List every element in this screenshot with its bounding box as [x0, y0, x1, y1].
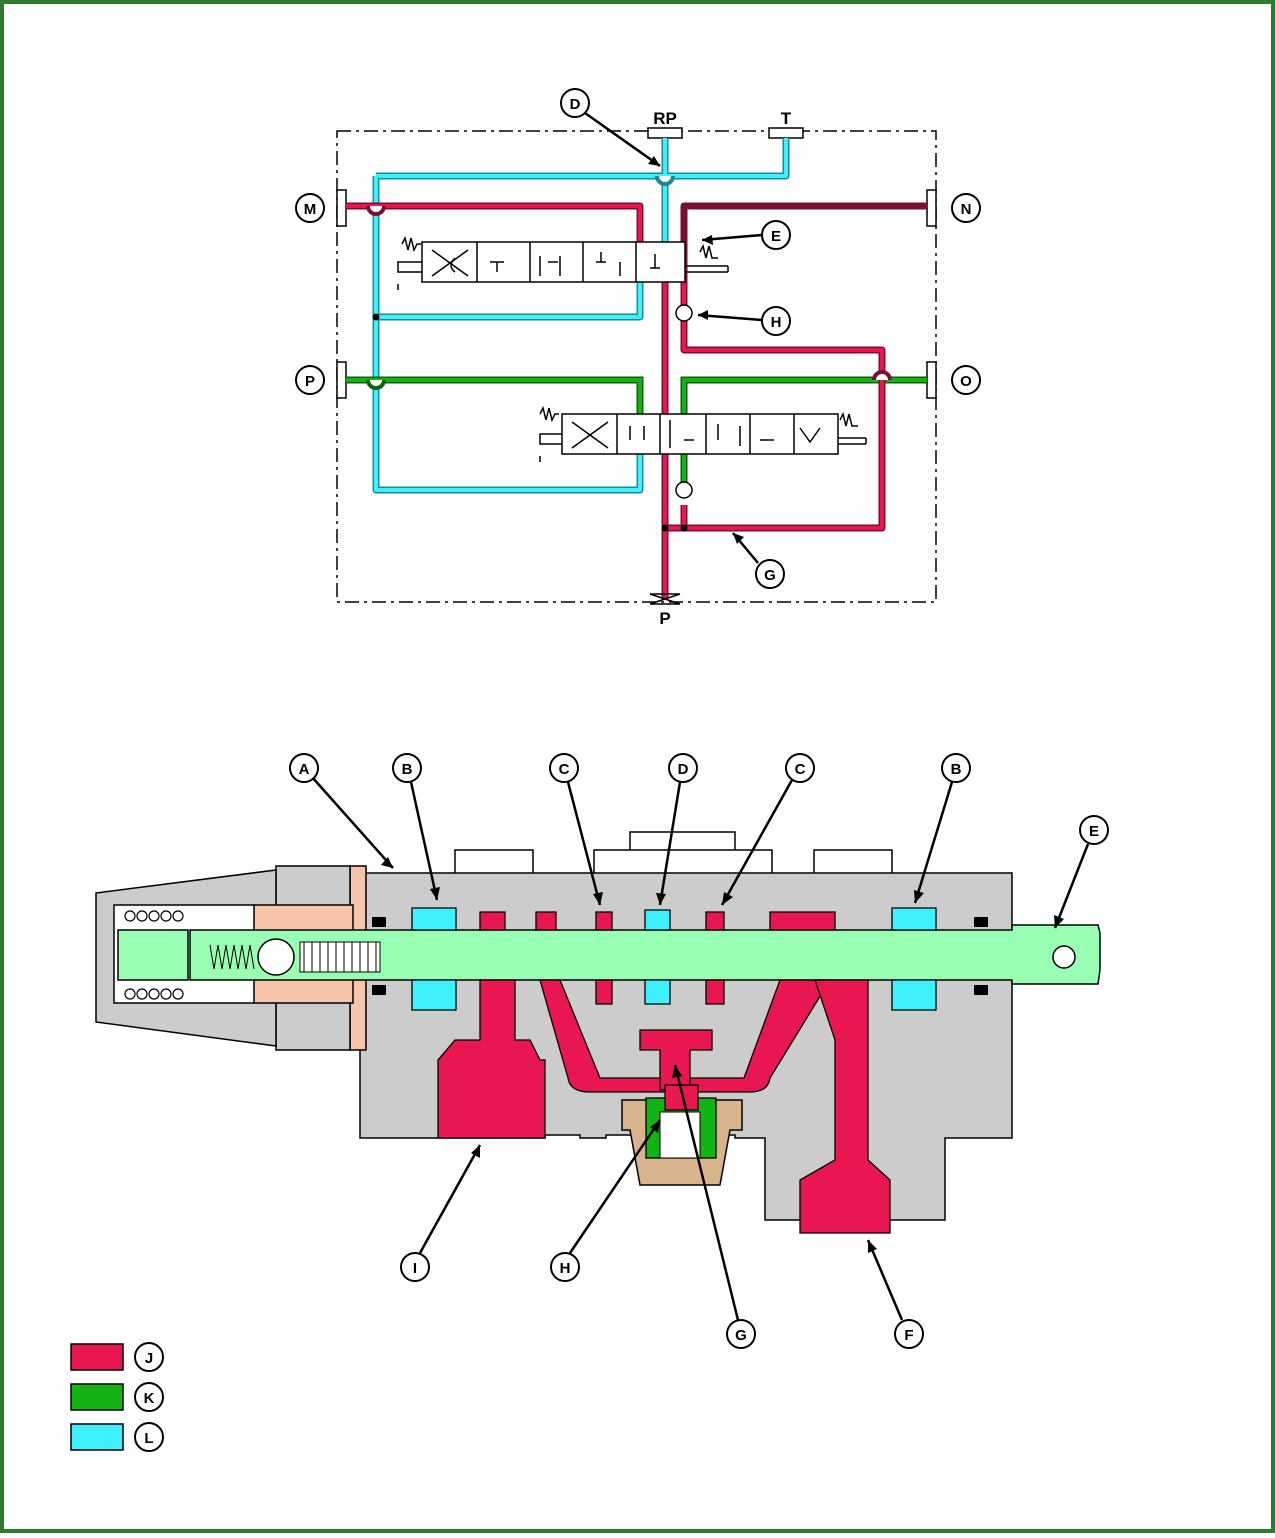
hydraulic-schematic: RP T P M N P O D E [295, 88, 981, 628]
detent-plunger [117, 929, 189, 981]
lower-check-valve [675, 481, 693, 499]
seal [974, 985, 988, 995]
spool-spring [209, 941, 381, 973]
legend-label-j: J [145, 1350, 153, 1367]
port-t-block [768, 127, 804, 139]
legend: J K L [70, 1342, 164, 1452]
legend-swatch-pressure [70, 1343, 124, 1371]
callout-f: F [866, 1239, 924, 1349]
callout-d-label: D [678, 761, 689, 778]
upper-control-valve [397, 235, 729, 290]
port-rp-block [647, 127, 683, 139]
callout-i: I [400, 1144, 482, 1282]
legend-item-k: K [70, 1382, 164, 1412]
housing-boss [813, 849, 893, 875]
port-n-block [926, 189, 937, 227]
callout-h: H [550, 1119, 662, 1282]
callout-c-right-label: C [795, 761, 806, 778]
callout-b-right-label: B [951, 761, 962, 778]
schematic-boundary [336, 130, 937, 603]
port-m-callout: M [295, 193, 325, 223]
junction-dot [372, 313, 380, 321]
callout-a-label: A [299, 761, 310, 778]
callout-d: D [656, 753, 698, 906]
port-p-symbol [649, 593, 681, 605]
port-o-label: O [960, 373, 972, 390]
callout-i-label: I [413, 1260, 417, 1277]
schematic-callout-d: D [560, 88, 661, 168]
junction-dot [680, 524, 688, 532]
port-label-t: T [781, 109, 792, 128]
port-o-callout: O [951, 365, 981, 395]
callout-b-right: B [913, 753, 971, 904]
legend-label-l: L [144, 1430, 153, 1447]
junction-dot [661, 524, 669, 532]
port-label-rp: RP [653, 109, 677, 128]
detent-ball [257, 938, 295, 976]
upper-check-valve [675, 304, 693, 322]
callout-e-label: E [1089, 823, 1099, 840]
seal [372, 917, 386, 927]
pressure-passages [437, 911, 891, 1234]
callout-b-left: B [392, 753, 440, 901]
legend-label-k: K [144, 1390, 155, 1407]
detent-springs [124, 910, 184, 1000]
legend-swatch-pilot [70, 1383, 124, 1411]
legend-item-l: L [70, 1422, 164, 1452]
port-p-left-label: P [305, 373, 315, 390]
callout-c-left: C [549, 753, 603, 906]
schematic-callout-h-label: H [771, 314, 782, 331]
spool-clevis-hole [1052, 945, 1076, 969]
callout-e: E [1053, 815, 1109, 929]
legend-item-j: J [70, 1342, 164, 1372]
lower-control-valve [539, 405, 867, 462]
valve-spool [189, 924, 1101, 985]
jump-over-m [366, 205, 386, 216]
schematic-callout-e: E [701, 220, 791, 250]
port-label-p: P [659, 609, 670, 628]
check-valve-inlet [664, 1084, 699, 1111]
callout-b-left-label: B [402, 761, 413, 778]
port-p-left-callout: P [295, 365, 325, 395]
housing-boss [454, 849, 534, 875]
schematic-callout-g-label: G [764, 567, 776, 584]
callout-a: A [289, 753, 394, 869]
jump-over-p [366, 379, 386, 390]
housing-boss [629, 831, 736, 853]
schematic-callout-d-label: D [570, 96, 581, 113]
port-n-callout: N [951, 193, 981, 223]
schematic-callout-h: H [697, 306, 791, 336]
port-o-block [926, 361, 937, 399]
callout-g-label: G [735, 1327, 747, 1344]
jump-over-o [872, 370, 892, 381]
port-m-block [336, 189, 347, 227]
return-lines [372, 138, 790, 494]
jump-over-d [655, 175, 675, 186]
seal [372, 985, 386, 995]
callout-c-left-label: C [559, 761, 570, 778]
schematic-callout-g: G [732, 532, 785, 589]
pilot-lines [346, 376, 927, 490]
return-passages [411, 907, 937, 1011]
seal [974, 917, 988, 927]
callout-h-label: H [560, 1260, 571, 1277]
valve-cross-section: A B C D C B [95, 753, 1109, 1349]
callout-c-right: C [720, 753, 815, 906]
check-valve-spring [659, 1111, 701, 1159]
legend-swatch-return [70, 1423, 124, 1451]
port-m-label: M [304, 201, 317, 218]
schematic-callout-e-label: E [771, 228, 781, 245]
callout-f-label: F [904, 1327, 913, 1344]
port-p-left-block [336, 361, 347, 399]
port-n-label: N [961, 201, 972, 218]
callout-g: G [672, 1064, 756, 1349]
